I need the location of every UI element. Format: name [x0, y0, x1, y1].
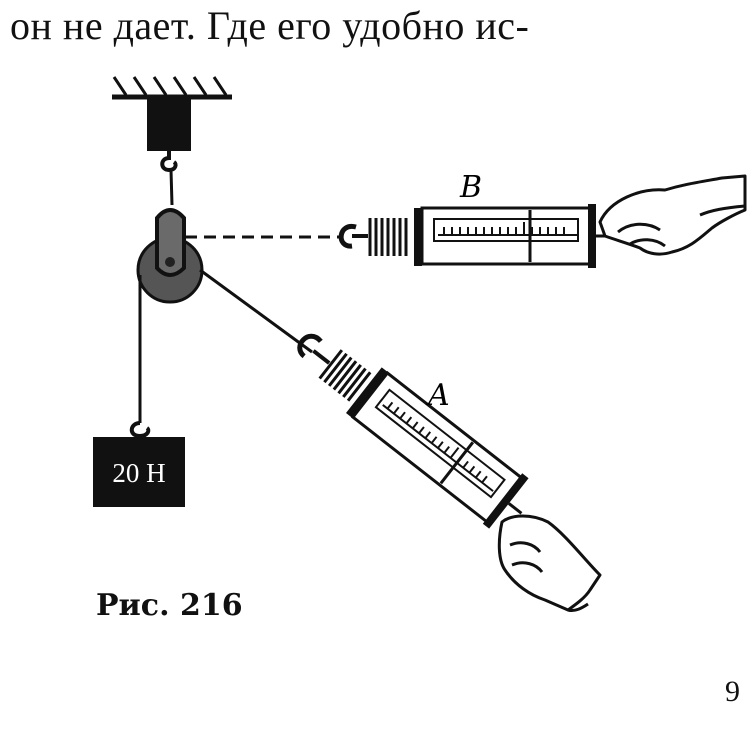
hand-b [598, 174, 747, 256]
page-number: 9 [725, 675, 740, 708]
weight-label: 20 Н [112, 458, 165, 488]
label-b: B [459, 170, 482, 205]
body-text-line: он не дает. Где его удобно ис- [10, 3, 530, 48]
mount-hook [160, 151, 178, 173]
weight-hook [129, 421, 151, 439]
pulley [136, 208, 204, 304]
dynamometer-a [297, 333, 529, 529]
label-a: A [425, 378, 450, 413]
rope-to-a [199, 268, 313, 354]
figure-caption: Рис. 216 [96, 588, 243, 623]
weight-block: 20 Н [93, 437, 185, 507]
ceiling [112, 76, 232, 100]
ceiling-mount-block [147, 99, 191, 151]
hand-a [497, 514, 602, 612]
dynamometer-b [338, 204, 612, 268]
